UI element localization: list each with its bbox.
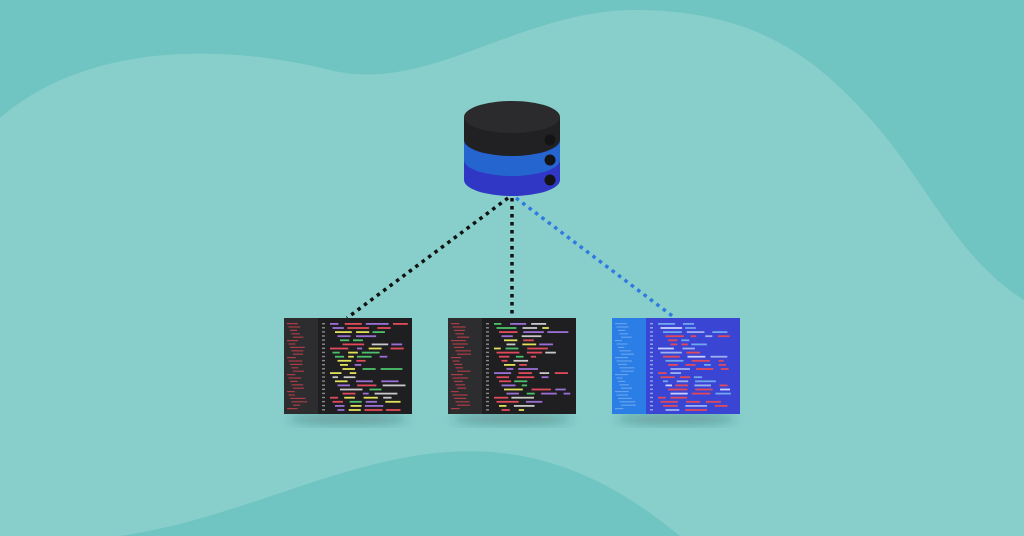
code-editors: [284, 318, 740, 424]
editor-sidebar: [448, 318, 482, 414]
connector-line-right: [514, 196, 677, 320]
connector-line-left: [345, 196, 510, 320]
editor-sidebar: [284, 318, 318, 414]
code-editor-2: [448, 318, 576, 424]
code-editor-3: [612, 318, 740, 424]
code-editor-1: [284, 318, 412, 424]
database-indicator: [544, 134, 556, 146]
database-indicator: [544, 154, 556, 166]
editor-sidebar: [612, 318, 646, 414]
database-icon: [464, 101, 560, 196]
database-indicator: [544, 174, 556, 186]
connector-lines: [345, 196, 677, 320]
